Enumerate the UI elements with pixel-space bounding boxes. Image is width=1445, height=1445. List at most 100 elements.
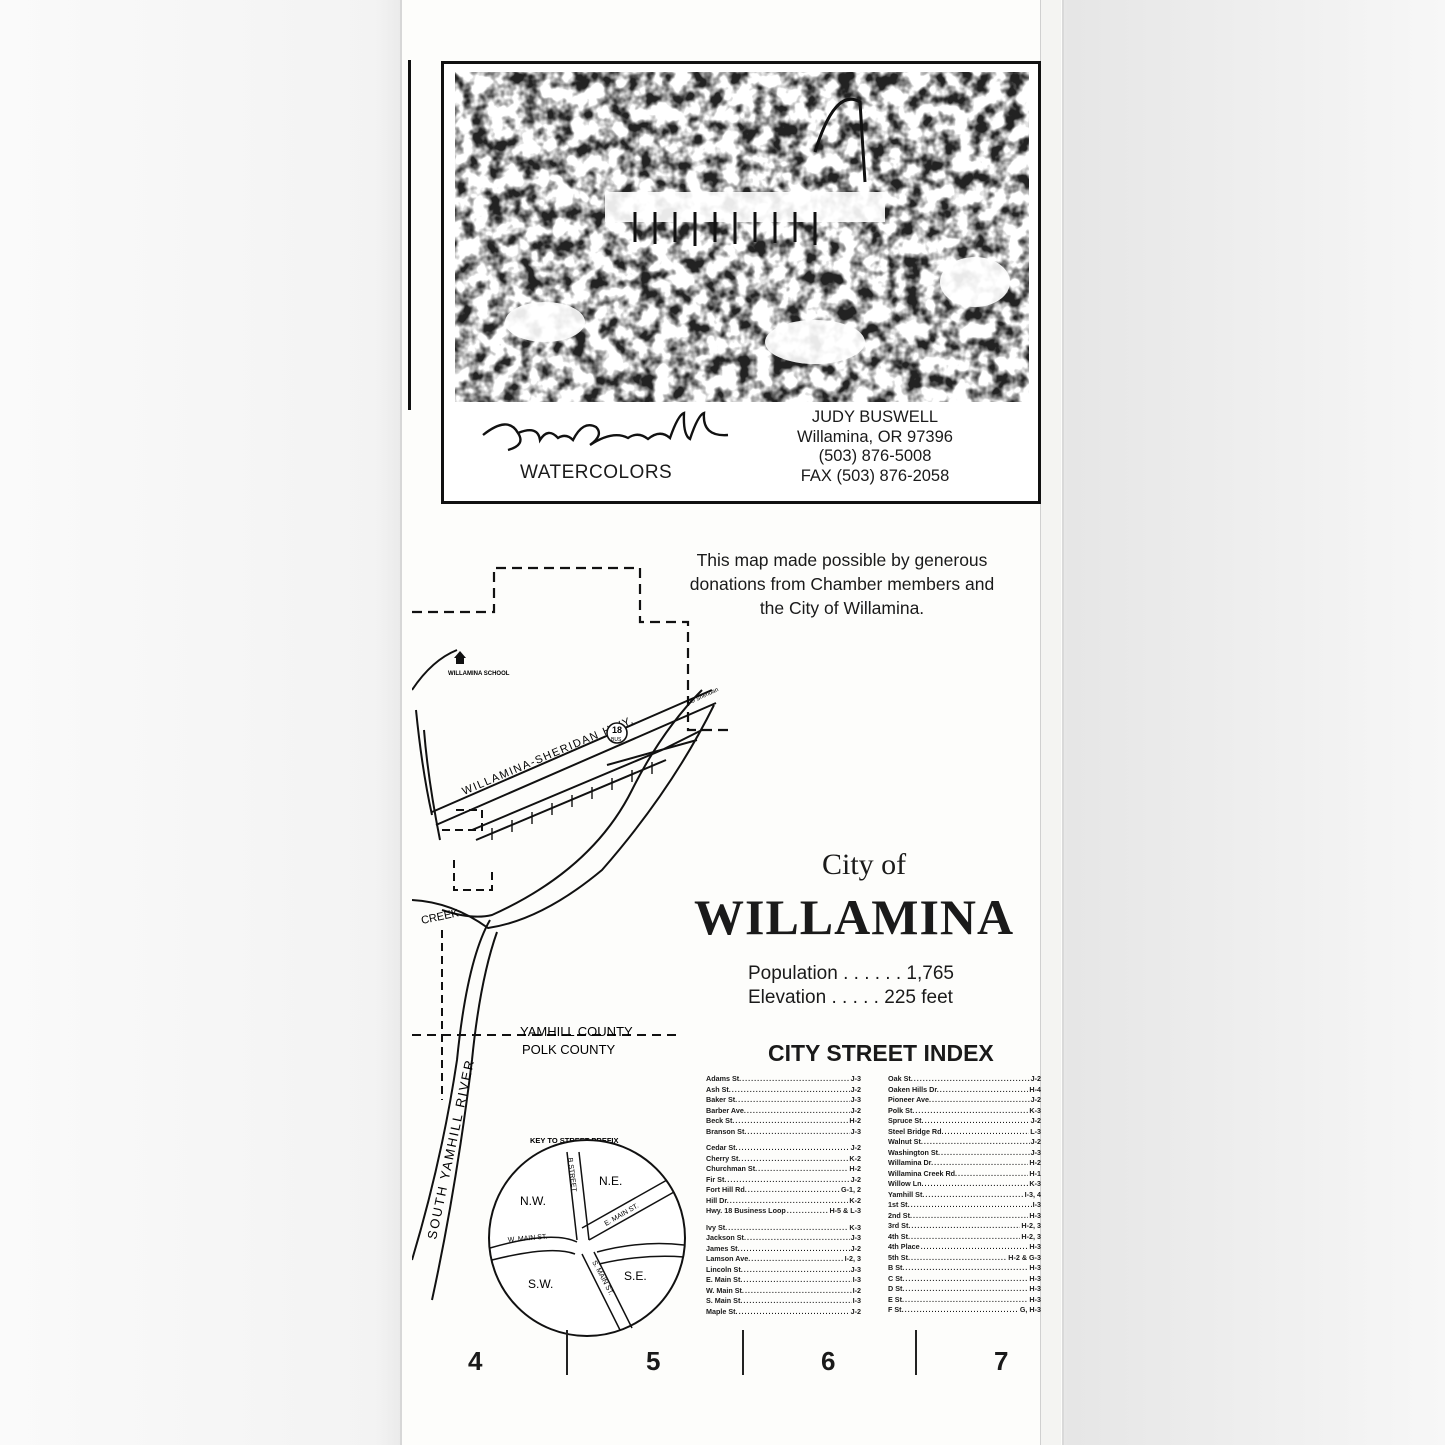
street-name: Yamhill St. [888, 1189, 925, 1199]
grid-reference: J-2 [850, 1105, 861, 1115]
river-bank-north [441, 689, 703, 918]
street-name: Oak St. [888, 1074, 913, 1083]
leader-dots [915, 1106, 1028, 1117]
route-shield [606, 722, 628, 744]
street-name: S. Main St. [706, 1296, 743, 1305]
leader-dots [747, 1106, 850, 1117]
population-label: Population [748, 963, 838, 984]
artist-name: JUDY BUSWELL [811, 408, 939, 426]
street-name: Maple St. [706, 1306, 738, 1316]
street-name: Steel Bridge Rd. [888, 1126, 944, 1136]
elevation-label: Elevation [748, 987, 827, 1008]
street-name: Fort Hill Rd. [706, 1185, 747, 1194]
grid-reference: J-3 [1030, 1147, 1041, 1157]
leader-dots [940, 1085, 1029, 1096]
street-name: 4th Place [888, 1242, 920, 1251]
grid-reference: G-1, 2 [841, 1185, 861, 1194]
street-index-entry: Ash St.J-2 [706, 1085, 861, 1096]
street-name: Hill Dr. [706, 1195, 729, 1205]
street-index-entry: B St.H-3 [888, 1263, 1041, 1274]
leader-dots [732, 1085, 850, 1096]
street-index-entry: 4th St. H-2, 3 [888, 1232, 1041, 1243]
street-index-entry: Fort Hill Rd. G-1, 2 [706, 1185, 861, 1196]
creek-label: CREEK [420, 907, 460, 927]
grid-reference: H-2 [849, 1116, 861, 1125]
grid-reference: H-2 & G-3 [1008, 1252, 1041, 1262]
grid-reference: H-4 [1029, 1084, 1041, 1094]
leader-dots [941, 1148, 1030, 1159]
leader-dots [913, 1211, 1028, 1222]
street-index-entry: 1st St.I-3 [888, 1200, 1041, 1211]
street-index-entry: Cherry St.K-2 [706, 1154, 861, 1165]
leader-dots [758, 1164, 848, 1175]
school-label: WILLAMINA SCHOOL [448, 671, 510, 677]
street-index-entry: Yamhill St. I-3, 4 [888, 1190, 1041, 1201]
leader-dots [921, 1242, 1029, 1253]
street-index-entry: Cedar St. J-2 [706, 1143, 861, 1154]
street-name: 5th St. [888, 1252, 910, 1262]
grid-reference: K-3 [849, 1222, 861, 1232]
street-index-entry: Spruce St.J-2 [888, 1116, 1041, 1127]
leader-dots [741, 1244, 850, 1255]
street-name: Pioneer Ave. [888, 1095, 932, 1104]
grid-reference: K-3 [1029, 1179, 1041, 1188]
key-ne: N.E. [599, 1174, 622, 1188]
street-name: James St. [706, 1243, 740, 1253]
street-name: Oaken Hills Dr. [888, 1084, 939, 1094]
leader-dots [911, 1232, 1020, 1243]
leader-dots [751, 1254, 843, 1265]
street-name: 4th St. [888, 1231, 910, 1241]
street-index-entry: S. Main St.I-3 [706, 1296, 861, 1307]
grid-reference: J-2 [1030, 1074, 1041, 1083]
leader-dots [924, 1137, 1030, 1148]
donation-note: This map made possible by generous donat… [652, 548, 1032, 620]
leader-dots [905, 1295, 1028, 1306]
grid-reference: I-3, 4 [1024, 1189, 1041, 1199]
route-number: 18 [612, 725, 622, 735]
leader-dots [925, 1116, 1030, 1127]
grid-reference: H-3 [1029, 1284, 1041, 1293]
street-index-entry: Hill Dr.K-2 [706, 1196, 861, 1207]
route-sub: BUS [611, 737, 622, 743]
street-name: D St. [888, 1284, 905, 1293]
grid-reference: H-3 [1029, 1210, 1041, 1220]
leader-dots [730, 1196, 849, 1207]
watercolors-label: WATERCOLORS [520, 462, 673, 483]
street-name: Polk St. [888, 1105, 915, 1115]
street-index-entry: 3rd St.H-2, 3 [888, 1221, 1041, 1232]
back-fold-edge [1040, 0, 1061, 1445]
street-name: 1st St. [888, 1200, 910, 1209]
grid-reference: H-2, 3 [1021, 1231, 1041, 1241]
street-name: Barber Ave. [706, 1105, 746, 1115]
street-index-entry: Washington St.J-3 [888, 1148, 1041, 1159]
street-name: Churchman St. [706, 1164, 758, 1173]
street-index-entry: Churchman St.H-2 [706, 1164, 861, 1175]
street-index-entry: 4th PlaceH-3 [888, 1242, 1041, 1253]
grid-column-5: 5 [646, 1346, 661, 1376]
leader-dots [787, 1206, 829, 1217]
grid-reference: J-2 [1030, 1095, 1041, 1104]
population-row: Population . . . . . . 1,765 [748, 963, 954, 984]
leader-dots [738, 1095, 849, 1106]
leader-dots [925, 1190, 1023, 1201]
street-name: 2nd St. [888, 1210, 912, 1220]
artist-phone: (503) 876-5008 [818, 447, 932, 465]
grid-reference: J-3 [850, 1233, 861, 1242]
street-index-entry: Adams St.J-3 [706, 1074, 861, 1085]
street-index-entry: 2nd St. H-3 [888, 1211, 1041, 1222]
street-name: Ash St. [706, 1084, 731, 1094]
street-name: Beck St. [706, 1116, 735, 1125]
street-index-entry: Walnut St.J-2 [888, 1137, 1041, 1148]
river-channel-west [412, 919, 491, 1261]
leader-dots [742, 1074, 849, 1085]
street-name: Hwy. 18 Business Loop [706, 1206, 786, 1215]
street-index-entry: W. Main St.I-2 [706, 1286, 861, 1297]
grid-reference: J-2 [850, 1143, 861, 1152]
street-name: Baker St. [706, 1095, 738, 1104]
street-name: Adams St. [706, 1074, 742, 1083]
street-name: Cedar St. [706, 1143, 738, 1152]
leader-dots [924, 1179, 1028, 1190]
street-name: 3rd St. [888, 1221, 911, 1230]
